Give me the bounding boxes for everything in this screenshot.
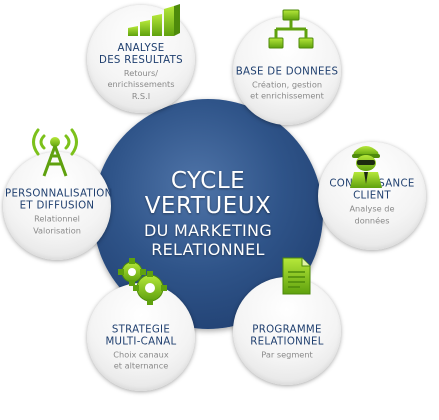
hub-title-line-1: CYCLE [170, 168, 246, 194]
node-subtitle: Création, gestion [251, 79, 323, 90]
document-icon [282, 257, 311, 295]
node-subtitle: Valorisation [33, 225, 81, 236]
bar-chart-icon [128, 4, 180, 36]
node-title: CLIENT [353, 190, 391, 202]
hierarchy-icon [268, 9, 314, 49]
node-title: STRATEGIE [111, 324, 171, 336]
node-subtitle: R.S.I [131, 90, 151, 101]
node-base-de-donnees: BASE DE DONNEES Création, gestion et enr… [233, 17, 341, 125]
node-subtitle: Par segment [261, 349, 313, 360]
node-title: PROGRAMME [252, 324, 322, 336]
node-subtitle: Relationnel [34, 213, 80, 224]
antenna-icon [32, 128, 78, 177]
node-subtitle: Choix canaux [113, 349, 169, 360]
spy-icon [350, 146, 382, 188]
node-subtitle: enrichissements [107, 79, 175, 90]
node-title: RELATIONNEL [250, 336, 324, 348]
gears-icon [118, 258, 167, 305]
node-subtitle: Retours/ [123, 67, 159, 78]
hub-subtitle-line-2: RELATIONNEL [151, 240, 265, 259]
node-subtitle: et alternance [113, 360, 169, 371]
node-title: PERSONNALISATION [5, 188, 113, 200]
node-subtitle: données [354, 215, 390, 226]
node-title: ANALYSE [117, 42, 165, 54]
node-title: DES RESULTATS [99, 54, 183, 66]
node-title: BASE DE DONNEES [235, 66, 339, 78]
node-personnalisation-diffusion: PERSONNALISATION ET DIFFUSION Relationne… [3, 152, 113, 260]
node-subtitle: Analyse de [349, 203, 395, 214]
hub-subtitle-line-1: DU MARKETING [143, 221, 273, 240]
node-title: ET DIFFUSION [19, 200, 95, 212]
hub-title-line-2: VERTUEUX [144, 193, 272, 219]
node-title: MULTI-CANAL [105, 336, 177, 348]
node-subtitle: et enrichissement [250, 90, 324, 101]
node-programme-relationnel: PROGRAMME RELATIONNEL Par segment [233, 277, 341, 385]
node-strategie-multi-canal: STRATEGIE MULTI-CANAL Choix canaux et al… [87, 283, 195, 391]
